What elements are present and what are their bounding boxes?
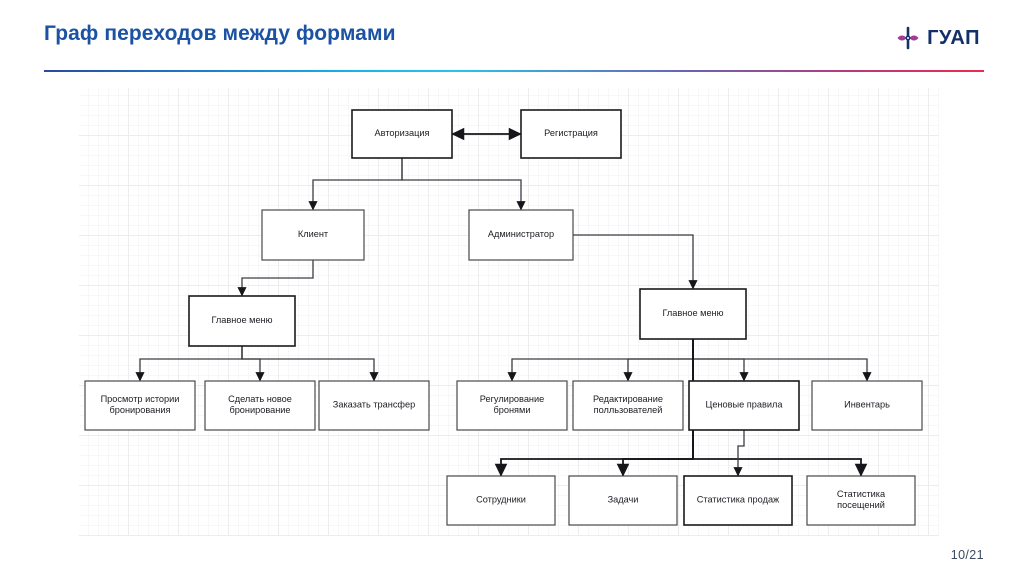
node-tasks[interactable]: Задачи [568, 475, 678, 526]
node-label: Сотрудники [476, 495, 526, 505]
node-label: Ценовые правила [706, 400, 784, 410]
edge-auth-to-admin [401, 158, 526, 211]
header-divider [44, 70, 984, 72]
edge-menu_admin-to-inventory [692, 339, 872, 382]
node-label: Задачи [608, 495, 639, 505]
page-number: 10/21 [950, 548, 984, 562]
node-auth[interactable]: Авторизация [351, 109, 453, 159]
guap-logo-text: ГУАП [927, 27, 980, 49]
slide-header: Граф переходов между формами ГУАП [0, 0, 1024, 72]
node-label: Главное меню [662, 308, 723, 318]
node-pricing[interactable]: Ценовые правила [688, 380, 800, 431]
node-sales[interactable]: Статистика продаж [683, 475, 793, 526]
guap-propeller-cross-icon [897, 26, 919, 50]
edge-admin-to-menu_admin [573, 234, 698, 290]
node-staff[interactable]: Сотрудники [446, 475, 556, 526]
node-label: Статистика продаж [697, 495, 780, 505]
edge-menu_admin-to-useredit [623, 339, 694, 382]
node-client[interactable]: Клиент [261, 209, 365, 261]
node-label: Заказать трансфер [333, 400, 415, 410]
node-reg[interactable]: Регистрация [520, 109, 622, 159]
node-menu_client[interactable]: Главное меню [188, 295, 296, 347]
node-label: Клиент [298, 229, 329, 239]
edge-menu_client-to-transfer [241, 346, 379, 382]
edge-auth-to-client [308, 158, 403, 211]
node-label: Регистрация [544, 128, 598, 138]
edge-client-to-menu_client [237, 260, 314, 297]
edge-menu_admin-to-pricing [692, 339, 749, 382]
node-label: Администратор [488, 229, 554, 239]
node-label: Инвентарь [844, 400, 890, 410]
node-menu_admin[interactable]: Главное меню [639, 288, 747, 340]
edge-menu_client-to-newbook [241, 346, 265, 382]
edge-pricing-to-sales [733, 430, 745, 477]
guap-logo: ГУАП [896, 25, 980, 51]
node-label: Главное меню [211, 315, 272, 325]
edge-menu_client-to-hist [135, 346, 243, 382]
node-transfer[interactable]: Заказать трансфер [318, 380, 430, 431]
node-admin[interactable]: Администратор [468, 209, 574, 261]
page-title: Граф переходов между формами [44, 22, 396, 45]
node-label: Авторизация [375, 128, 430, 138]
edge-menu_admin-to-bookreg [507, 339, 694, 382]
node-inventory[interactable]: Инвентарь [811, 380, 923, 431]
